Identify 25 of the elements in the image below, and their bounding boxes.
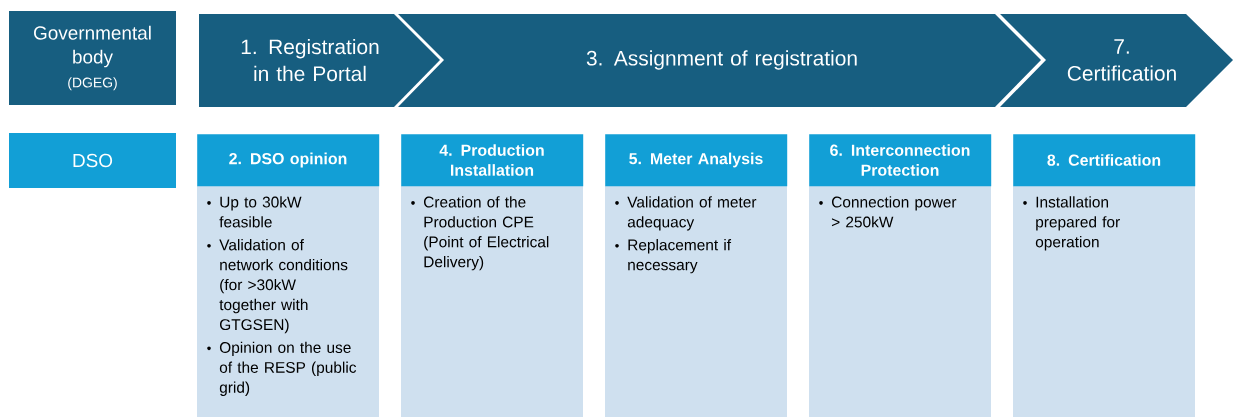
role-box: DSO [9, 133, 176, 188]
node-label: 3. Assignment of registration [586, 50, 857, 70]
column-heading: 8. Certification [1047, 154, 1161, 166]
bullet-item: Creation of the Production CPE (Point of Electrical Delivery) [411, 196, 549, 271]
bullet-item: Opinion on the use of the RESP (public grid) [207, 341, 357, 396]
step-card [605, 134, 788, 417]
bullet-item: Validation of network conditions (for >30kW together with GTGSEN) [207, 239, 348, 334]
bullet-item: Installation prepared for operation [1023, 196, 1120, 251]
column-heading: 2. DSO opinion [229, 152, 347, 168]
role-box: Governmental body (DGEG) [9, 11, 176, 105]
column-heading: 5. Meter Analysis [629, 152, 763, 168]
column-heading: 4. Production Installation [439, 144, 544, 176]
bullet-item: Validation of meter adequacy [615, 196, 757, 231]
step-card [401, 134, 584, 417]
bullet-item: Connection power > 250kW [819, 196, 957, 228]
bullet-item: Replacement if necessary [615, 239, 732, 274]
node-label: 1. Registration in the Portal [241, 38, 379, 82]
step-card [197, 134, 380, 417]
step-card [1013, 134, 1196, 417]
bullet-item: Up to 30kW feasible [207, 196, 302, 228]
chevron-step: 1. Registration in the Portal [199, 14, 440, 107]
column-heading: 6. Interconnection Protection [830, 144, 970, 176]
chevron-step: 7. Certification [1000, 14, 1233, 107]
step-card [809, 134, 992, 417]
node-label: 7. Certification [1067, 39, 1176, 81]
